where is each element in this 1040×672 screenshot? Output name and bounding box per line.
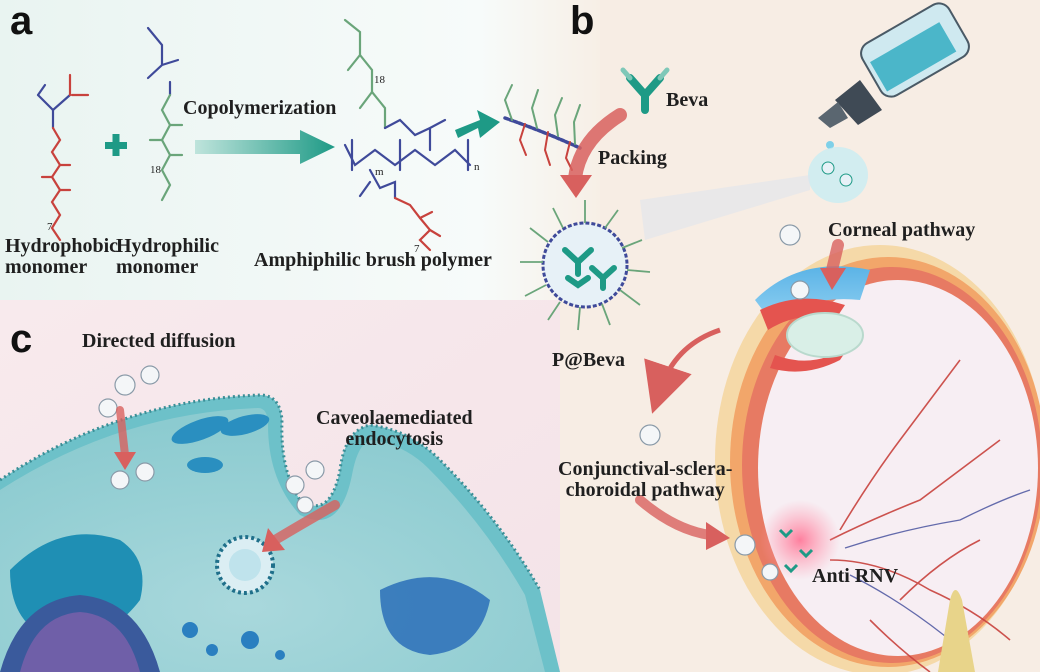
panel-label-a: a bbox=[10, 0, 33, 43]
panel-label-b: b bbox=[570, 0, 595, 43]
amphiphilic-brush-polymer-label: Amphiphilic brush polymer bbox=[254, 249, 492, 271]
packing-arrow bbox=[568, 108, 627, 185]
eye-cross-section bbox=[715, 245, 1040, 672]
diffusion-arrowhead bbox=[114, 452, 136, 470]
beva-label: Beva bbox=[666, 89, 709, 111]
hydrophilic-monomer bbox=[146, 26, 184, 202]
directed-diffusion-label: Directed diffusion bbox=[82, 330, 236, 352]
chain-arrow bbox=[455, 110, 500, 138]
hydrophobic-monomer-label: Hydrophobic monomer bbox=[5, 235, 118, 278]
endocytosis-arrowhead bbox=[262, 528, 285, 552]
copolymerization-arrow bbox=[195, 130, 335, 164]
panel-label-c: c bbox=[10, 317, 33, 361]
corneal-arrowhead bbox=[820, 268, 846, 290]
anti-rnv-label: Anti RNV bbox=[812, 565, 899, 587]
brush-polymer-structure bbox=[343, 18, 472, 252]
copolymerization-label: Copolymerization bbox=[183, 97, 337, 119]
subscript-m: m bbox=[375, 166, 384, 178]
sclera-arrowhead bbox=[706, 522, 730, 550]
subscript-7-polymer: 7 bbox=[414, 243, 420, 255]
plus-sign bbox=[105, 134, 127, 156]
caveolae-endocytosis-label: Caveolaemediated endocytosis bbox=[316, 407, 473, 450]
hydrophilic-monomer-label: Hydrophilic monomer bbox=[116, 235, 219, 278]
hydrophobic-monomer bbox=[36, 73, 90, 242]
zoom-beam bbox=[640, 175, 810, 240]
eye-drop-bottle-icon bbox=[808, 2, 970, 203]
subscript-18-hydrophilic: 18 bbox=[150, 164, 161, 176]
subscript-18-polymer: 18 bbox=[374, 74, 385, 86]
sclera-arrow bbox=[635, 495, 715, 540]
p-beva-label: P@Beva bbox=[552, 349, 626, 371]
diffusion-arrow bbox=[116, 406, 129, 459]
subscript-n: n bbox=[474, 161, 480, 173]
beva-antibody-icon bbox=[620, 67, 670, 114]
p-beva-nanoparticle bbox=[520, 200, 651, 331]
endocytosis-arrow bbox=[270, 500, 340, 545]
corneal-arrow bbox=[826, 239, 844, 276]
packing-arrowhead bbox=[560, 175, 592, 198]
subscript-7-hydrophobic: 7 bbox=[47, 221, 53, 233]
conjunctival-arrow bbox=[644, 327, 721, 414]
corneal-pathway-label: Corneal pathway bbox=[828, 219, 976, 241]
small-nanoparticles bbox=[639, 224, 810, 581]
conjunctival-pathway-label: Conjunctival-sclera- choroidal pathway bbox=[558, 458, 733, 501]
polymer-chain-cartoon bbox=[503, 84, 582, 171]
packing-label: Packing bbox=[598, 147, 667, 169]
